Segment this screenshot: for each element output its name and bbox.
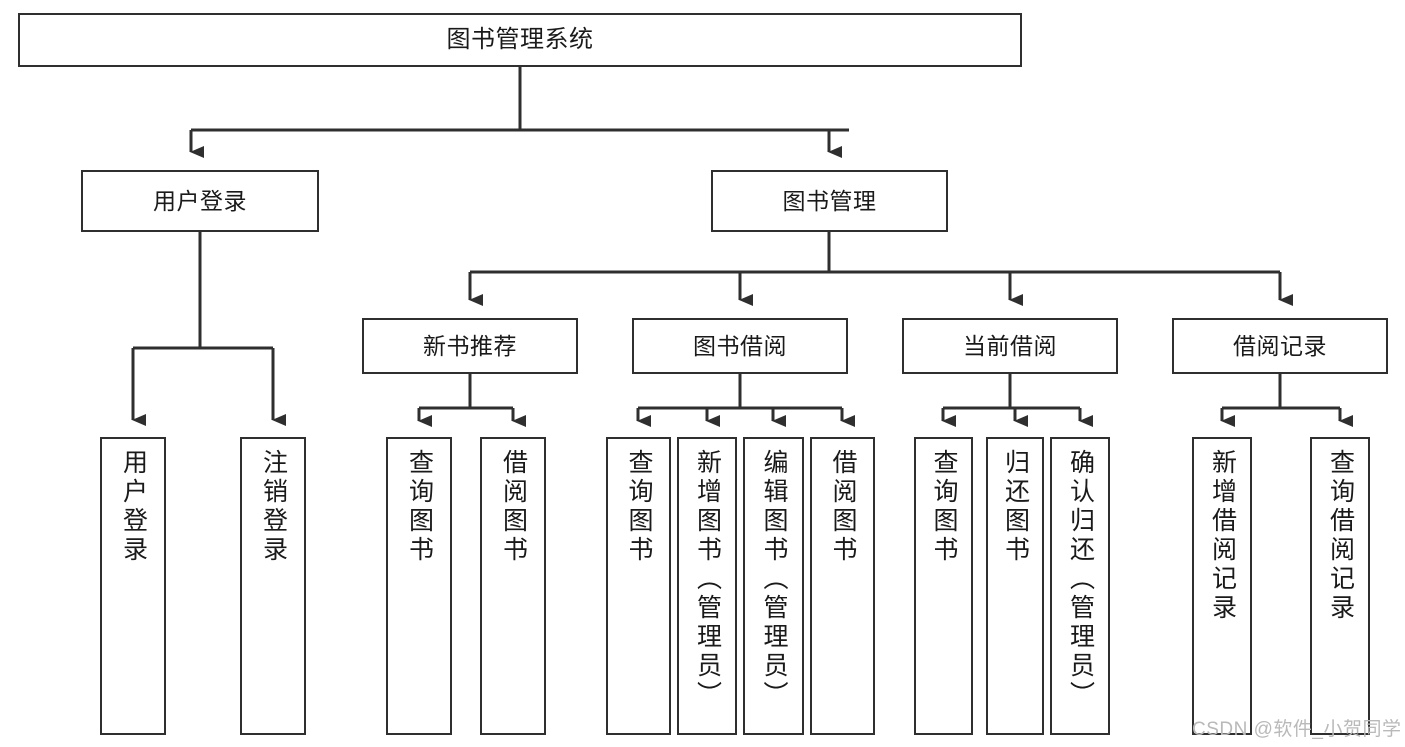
leaf-bookborrow-query[interactable]: 查询图书 bbox=[606, 437, 671, 735]
leaf-borrowrecord-add[interactable]: 新增借阅记录 bbox=[1192, 437, 1252, 735]
node-current-borrow-label: 当前借阅 bbox=[963, 332, 1057, 359]
leaf-user-login-signin-label: 用户登录 bbox=[119, 449, 148, 565]
leaf-currentborrow-confirm-label: 确认归还（管理员） bbox=[1066, 449, 1095, 710]
leaf-bookborrow-edit[interactable]: 编辑图书（管理员） bbox=[743, 437, 804, 735]
leaf-currentborrow-confirm[interactable]: 确认归还（管理员） bbox=[1050, 437, 1110, 735]
leaf-bookborrow-query-label: 查询图书 bbox=[625, 449, 653, 565]
leaf-bookborrow-add[interactable]: 新增图书（管理员） bbox=[677, 437, 737, 735]
leaf-currentborrow-query-label: 查询图书 bbox=[930, 449, 958, 565]
leaf-bookborrow-edit-label: 编辑图书（管理员） bbox=[760, 449, 788, 710]
node-root-system-label: 图书管理系统 bbox=[446, 26, 594, 54]
node-new-book-recommend-label: 新书推荐 bbox=[423, 332, 517, 359]
node-borrow-record[interactable]: 借阅记录 bbox=[1172, 318, 1388, 374]
leaf-bookborrow-borrow[interactable]: 借阅图书 bbox=[810, 437, 875, 735]
node-user-login[interactable]: 用户登录 bbox=[81, 170, 319, 232]
node-new-book-recommend[interactable]: 新书推荐 bbox=[362, 318, 578, 374]
leaf-borrowrecord-query-label: 查询借阅记录 bbox=[1326, 449, 1355, 623]
node-book-management[interactable]: 图书管理 bbox=[711, 170, 948, 232]
leaf-currentborrow-return-label: 归还图书 bbox=[1001, 449, 1030, 565]
leaf-currentborrow-query[interactable]: 查询图书 bbox=[914, 437, 973, 735]
leaf-borrowrecord-query[interactable]: 查询借阅记录 bbox=[1310, 437, 1370, 735]
leaf-currentborrow-return[interactable]: 归还图书 bbox=[986, 437, 1044, 735]
node-root-system[interactable]: 图书管理系统 bbox=[18, 13, 1022, 67]
leaf-borrowrecord-add-label: 新增借阅记录 bbox=[1208, 449, 1237, 623]
leaf-bookborrow-add-label: 新增图书（管理员） bbox=[693, 449, 722, 710]
leaf-user-login-signout-label: 注销登录 bbox=[259, 449, 288, 565]
node-book-borrow[interactable]: 图书借阅 bbox=[632, 318, 848, 374]
leaf-newbook-borrow[interactable]: 借阅图书 bbox=[480, 437, 546, 735]
node-book-management-label: 图书管理 bbox=[782, 187, 877, 214]
leaf-newbook-borrow-label: 借阅图书 bbox=[499, 449, 528, 565]
leaf-user-login-signout[interactable]: 注销登录 bbox=[240, 437, 306, 735]
node-book-borrow-label: 图书借阅 bbox=[693, 332, 787, 359]
node-current-borrow[interactable]: 当前借阅 bbox=[902, 318, 1118, 374]
leaf-user-login-signin[interactable]: 用户登录 bbox=[100, 437, 166, 735]
leaf-newbook-query-label: 查询图书 bbox=[405, 449, 434, 565]
node-user-login-label: 用户登录 bbox=[153, 187, 247, 214]
node-borrow-record-label: 借阅记录 bbox=[1233, 332, 1327, 359]
leaf-bookborrow-borrow-label: 借阅图书 bbox=[829, 449, 857, 565]
leaf-newbook-query[interactable]: 查询图书 bbox=[386, 437, 452, 735]
